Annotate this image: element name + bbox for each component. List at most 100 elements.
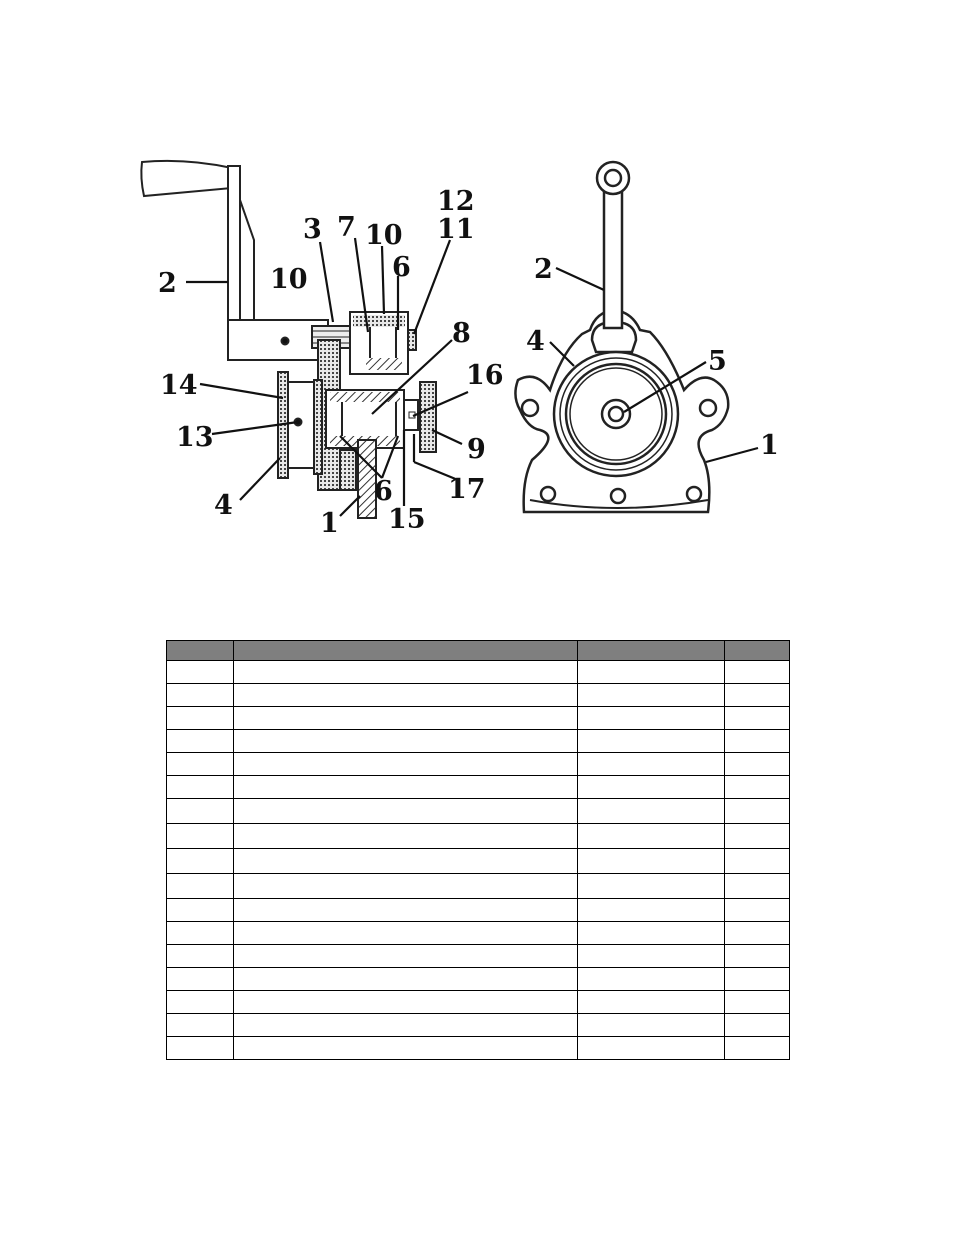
header-cell: [577, 640, 725, 661]
parts-list-table: [166, 640, 790, 1060]
side-view-leaders: [186, 237, 469, 517]
table-cell: [577, 873, 725, 899]
table-cell: [724, 1013, 790, 1037]
table-row: [166, 848, 790, 874]
callout-label: 1: [320, 508, 339, 539]
callout-label: 5: [708, 346, 727, 377]
callout-label: 1: [760, 430, 779, 461]
callout-label: 11: [437, 214, 475, 245]
table-cell: [166, 660, 234, 684]
table-cell: [233, 798, 578, 824]
table-cell: [724, 898, 790, 922]
table-cell: [233, 1036, 578, 1060]
small-gear: [407, 329, 417, 351]
table-header-row: [166, 640, 790, 661]
table-cell: [233, 823, 578, 849]
table-row: [166, 729, 790, 753]
table-cell: [166, 823, 234, 849]
ratchet-gear: [419, 381, 437, 453]
table-cell: [577, 706, 725, 730]
table-cell: [166, 990, 234, 1014]
table-cell: [577, 944, 725, 968]
callout-label: 2: [534, 254, 553, 285]
callout-label: 12: [437, 186, 475, 217]
table-row: [166, 1013, 790, 1037]
table-cell: [233, 706, 578, 730]
table-row: [166, 898, 790, 922]
drum-flange-right: [313, 379, 323, 475]
table-cell: [166, 921, 234, 945]
table-cell: [577, 921, 725, 945]
winch-exploded-diagram: 2 3 7 10 6 12 11 10 8 14 16 13 9 4 6 17 …: [140, 159, 779, 539]
table-cell: [166, 1013, 234, 1037]
table-row: [166, 921, 790, 945]
table-row: [166, 823, 790, 849]
table-cell: [577, 752, 725, 776]
table-row: [166, 752, 790, 776]
side-view-callouts: 2 3 7 10 6 12 11 10 8 14 16 13 9 4 6 17 …: [158, 186, 504, 539]
table-cell: [233, 729, 578, 753]
table-cell: [166, 898, 234, 922]
table-row: [166, 1036, 790, 1060]
side-view-drawing: [140, 159, 437, 519]
table-cell: [724, 944, 790, 968]
table-cell: [577, 683, 725, 707]
callout-label: 4: [214, 490, 233, 521]
table-cell: [577, 823, 725, 849]
header-cell: [233, 640, 578, 661]
callout-label: 15: [388, 504, 426, 535]
table-cell: [724, 752, 790, 776]
table-cell: [724, 706, 790, 730]
callout-label: 6: [374, 476, 393, 507]
callout-label: 7: [337, 212, 356, 243]
table-cell: [166, 706, 234, 730]
table-cell: [724, 683, 790, 707]
table-row: [166, 944, 790, 968]
callout-label: 10: [365, 220, 403, 251]
table-cell: [577, 660, 725, 684]
table-cell: [233, 921, 578, 945]
table-cell: [166, 752, 234, 776]
table-cell: [577, 1036, 725, 1060]
callout-label: 4: [526, 326, 545, 357]
callout-label: 3: [303, 214, 322, 245]
table-cell: [233, 1013, 578, 1037]
callout-label: 10: [270, 264, 308, 295]
table-cell: [577, 798, 725, 824]
callout-label: 6: [392, 252, 411, 283]
callout-label: 8: [452, 318, 471, 349]
table-cell: [577, 775, 725, 799]
table-cell: [577, 967, 725, 991]
table-cell: [233, 990, 578, 1014]
front-crank-arm: [602, 186, 624, 330]
table-row: [166, 967, 790, 991]
front-view-callouts: 2 4 5 1: [526, 254, 779, 461]
table-cell: [233, 752, 578, 776]
table-cell: [724, 1036, 790, 1060]
table-cell: [724, 990, 790, 1014]
table-cell: [577, 898, 725, 922]
table-cell: [577, 990, 725, 1014]
table-cell: [166, 798, 234, 824]
table-cell: [166, 848, 234, 874]
table-cell: [233, 683, 578, 707]
table-cell: [166, 1036, 234, 1060]
front-view-leaders: [549, 267, 759, 464]
table-cell: [233, 775, 578, 799]
table-cell: [724, 775, 790, 799]
table-cell: [577, 1013, 725, 1037]
drum-body: [287, 381, 317, 469]
table-cell: [724, 660, 790, 684]
table-cell: [233, 967, 578, 991]
callout-label: 13: [176, 422, 214, 453]
table-row: [166, 706, 790, 730]
table-cell: [724, 823, 790, 849]
callout-label: 14: [160, 370, 198, 401]
callout-label: 16: [466, 360, 504, 391]
table-cell: [724, 848, 790, 874]
table-cell: [233, 660, 578, 684]
table-cell: [166, 873, 234, 899]
table-cell: [166, 944, 234, 968]
table-row: [166, 990, 790, 1014]
table-row: [166, 775, 790, 799]
